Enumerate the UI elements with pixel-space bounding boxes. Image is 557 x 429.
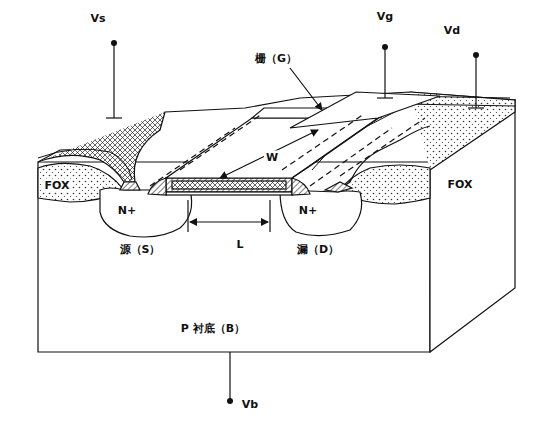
doping-label: N+ <box>116 204 138 217</box>
oxide-label: FOX <box>43 179 72 192</box>
gate-label: 栅（G） <box>253 52 299 65</box>
dimension-label: W <box>264 151 280 164</box>
doping-label: N+ <box>297 204 319 217</box>
terminal-label: Vg <box>375 10 395 23</box>
terminal-label: Vs <box>88 12 107 25</box>
oxide-label: FOX <box>446 178 475 191</box>
region-label: 源（S） <box>118 243 163 256</box>
terminal-label: Vb <box>240 398 260 411</box>
dimension-label: L <box>234 238 245 251</box>
terminal-label: Vd <box>442 24 462 37</box>
region-label: 漏（D） <box>295 243 341 256</box>
substrate-label: P 衬底（B） <box>179 322 247 335</box>
